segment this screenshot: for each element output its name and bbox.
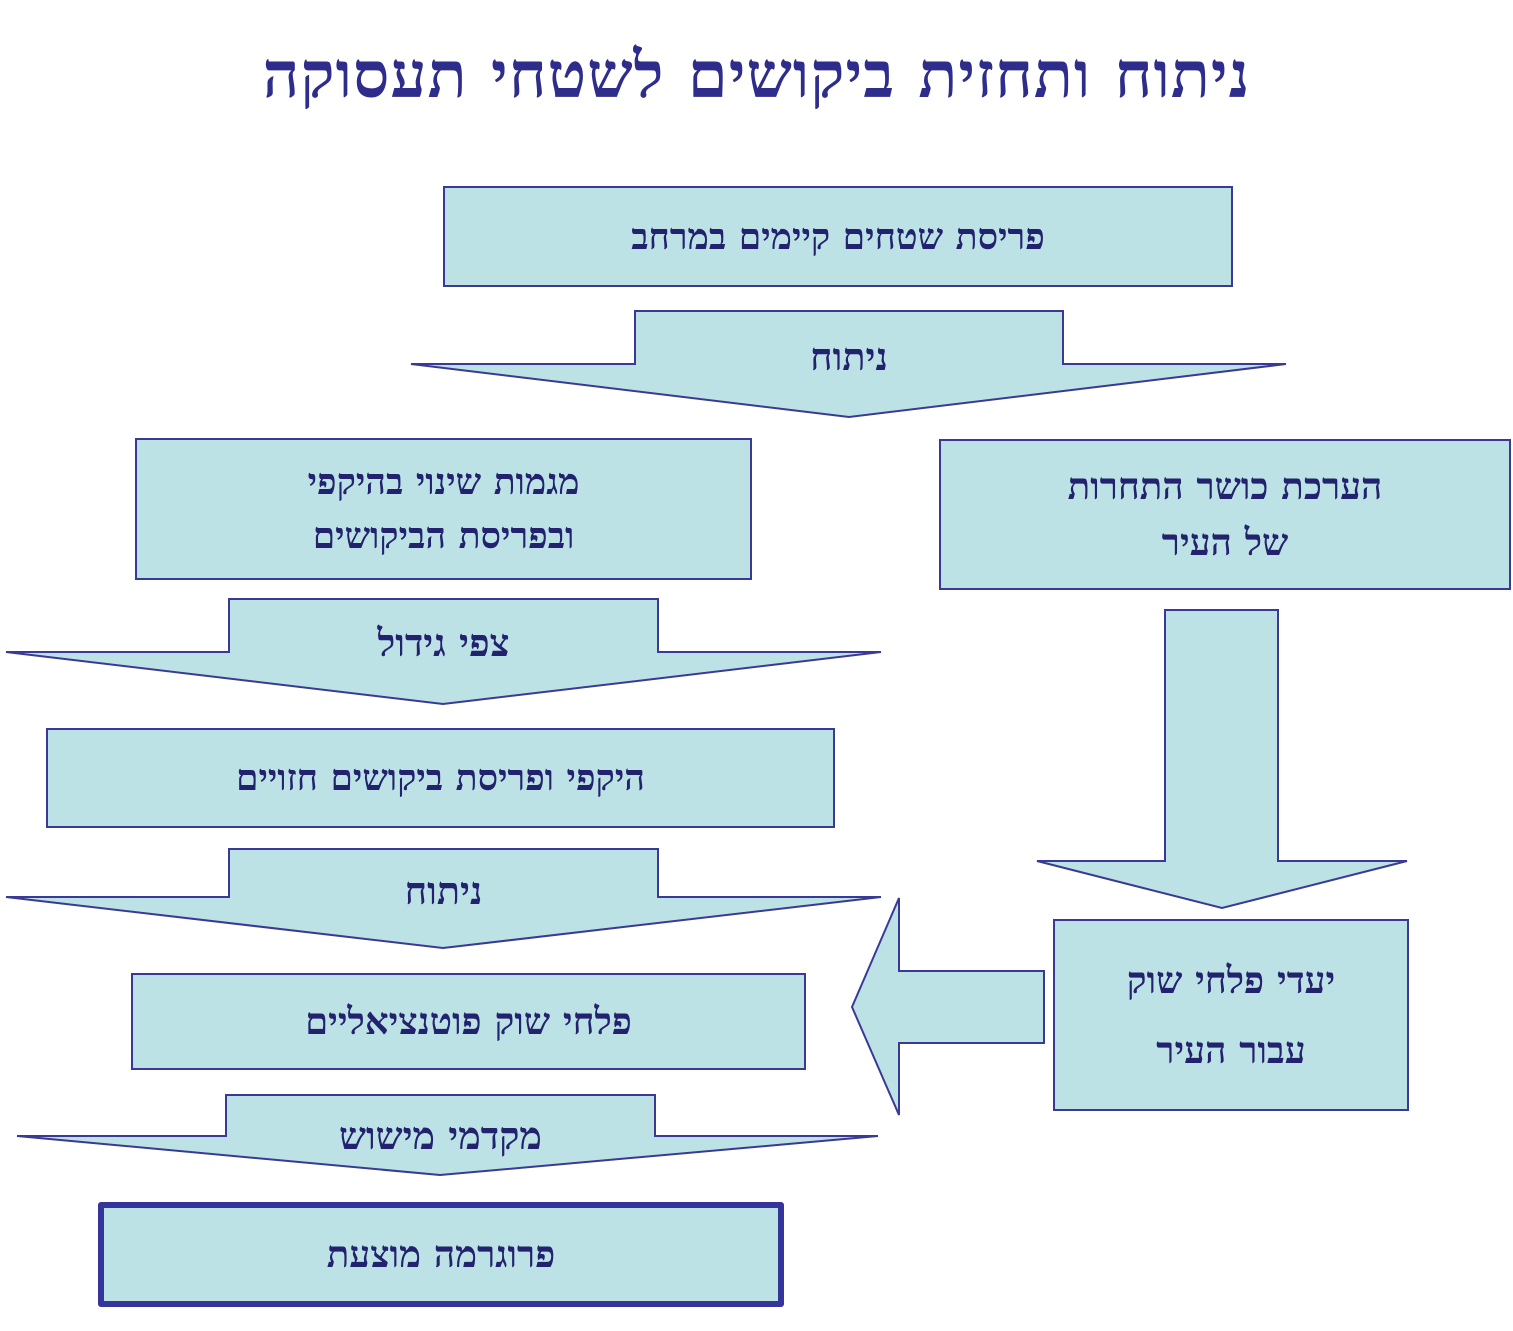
arrow-down-right (1036, 609, 1408, 910)
box-existing-areas-label: פריסת שטחים קיימים במרחב (631, 215, 1045, 258)
arrow-left (850, 897, 1045, 1116)
arrow-priorities-label: מקדמי מישוש (339, 1113, 542, 1158)
arrow-analysis-top (410, 310, 1287, 419)
box-proposed-program-label: פרוגרמה מוצעת (326, 1232, 556, 1276)
box-potential-segments: פלחי שוק פוטנציאליים (131, 973, 806, 1070)
box-competitiveness: הערכת כושר התחרות של העיר (939, 439, 1511, 590)
box-segment-targets: יעדי פלחי שוק עבור העיר (1053, 919, 1409, 1111)
box-demand-trends-line2: ובפריסת הביקושים (312, 515, 575, 557)
box-competitiveness-line1: הערכת כושר התחרות (1067, 464, 1383, 508)
box-existing-areas: פריסת שטחים קיימים במרחב (443, 186, 1233, 287)
arrow-growth (5, 598, 882, 706)
box-competitiveness-line2: של העיר (1161, 519, 1289, 564)
arrow-growth-label: צפי גידול (377, 620, 510, 665)
page-title: ניתוח ותחזית ביקושים לשטחי תעסוקה (262, 38, 1251, 113)
arrow-analysis-top-label: ניתוח (810, 334, 888, 379)
box-demand-trends-line1: מגמות שינוי בהיקפי (307, 461, 580, 503)
arrow-analysis-mid (5, 848, 882, 950)
box-potential-segments-label: פלחי שוק פוטנציאליים (305, 999, 632, 1043)
box-demand-trends: מגמות שינוי בהיקפי ובפריסת הביקושים (135, 438, 752, 580)
box-segment-targets-line1: יעדי פלחי שוק (1126, 957, 1336, 1002)
box-forecast-demand: היקפי ופריסת ביקושים חזויים (46, 728, 835, 828)
arrow-priorities (16, 1094, 879, 1177)
arrow-analysis-mid-label: ניתוח (404, 868, 483, 913)
box-proposed-program: פרוגרמה מוצעת (98, 1202, 784, 1307)
box-segment-targets-line2: עבור העיר (1156, 1028, 1306, 1072)
box-forecast-demand-label: היקפי ופריסת ביקושים חזויים (236, 757, 645, 799)
